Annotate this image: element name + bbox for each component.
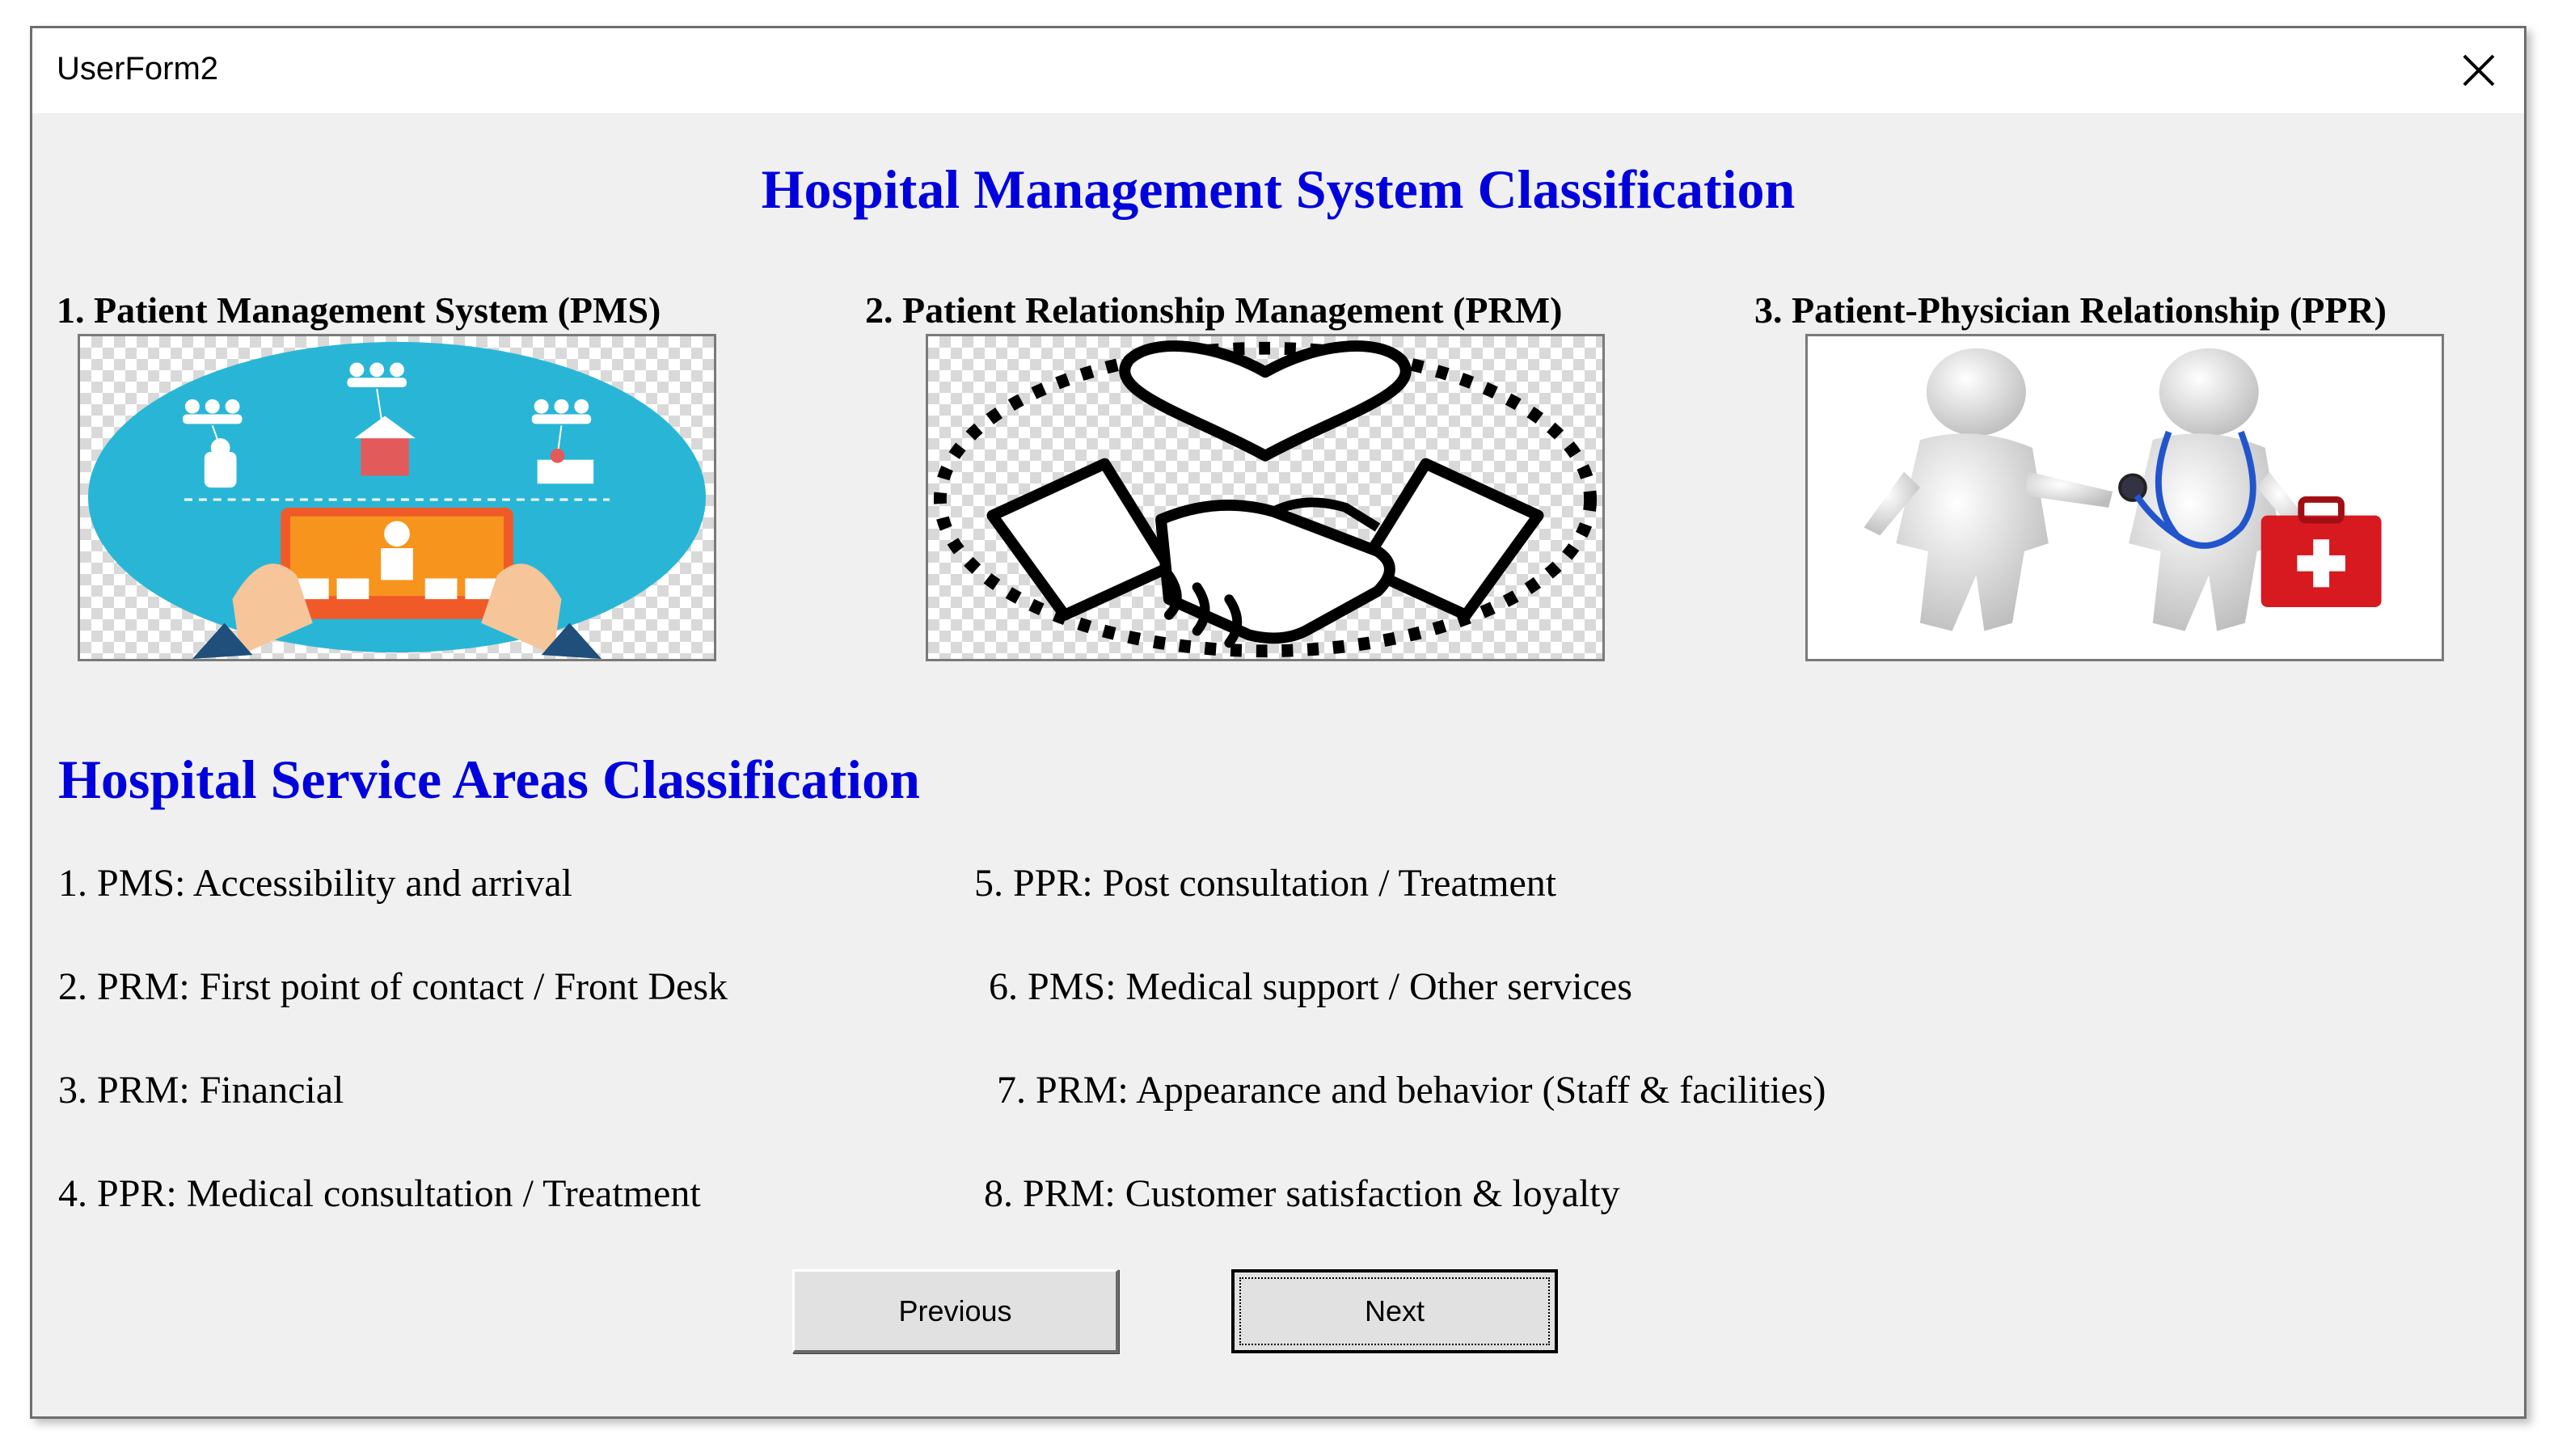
title-bar: UserForm2 bbox=[32, 28, 2524, 113]
service-areas-title: Hospital Service Areas Classification bbox=[58, 749, 920, 810]
close-icon bbox=[2463, 54, 2495, 87]
userform-window: UserForm2 Hospital Management System Cla… bbox=[30, 26, 2526, 1419]
prm-image bbox=[926, 334, 1605, 661]
service-item: 8. PRM: Customer satisfaction & loyalty bbox=[984, 1172, 1620, 1215]
close-button[interactable] bbox=[2446, 38, 2511, 103]
service-item: 7. PRM: Appearance and behavior (Staff &… bbox=[997, 1069, 1826, 1112]
service-item: 5. PPR: Post consultation / Treatment bbox=[974, 862, 1557, 905]
next-button-label: Next bbox=[1364, 1294, 1425, 1327]
category-label-ppr: 3. Patient-Physician Relationship (PPR) bbox=[1754, 289, 2387, 331]
main-title: Hospital Management System Classificatio… bbox=[761, 158, 1796, 220]
next-button[interactable]: Next bbox=[1231, 1269, 1558, 1353]
service-item: 2. PRM: First point of contact / Front D… bbox=[58, 965, 728, 1008]
service-item: 4. PPR: Medical consultation / Treatment bbox=[58, 1172, 701, 1215]
ppr-image bbox=[1805, 334, 2444, 661]
pms-image bbox=[78, 334, 716, 661]
service-item: 3. PRM: Financial bbox=[58, 1069, 344, 1112]
previous-button[interactable]: Previous bbox=[792, 1269, 1119, 1353]
service-item: 1. PMS: Accessibility and arrival bbox=[58, 862, 572, 905]
service-item: 6. PMS: Medical support / Other services bbox=[989, 965, 1632, 1008]
window-title: UserForm2 bbox=[57, 51, 219, 87]
category-label-pms: 1. Patient Management System (PMS) bbox=[57, 289, 661, 331]
category-label-prm: 2. Patient Relationship Management (PRM) bbox=[865, 289, 1563, 331]
